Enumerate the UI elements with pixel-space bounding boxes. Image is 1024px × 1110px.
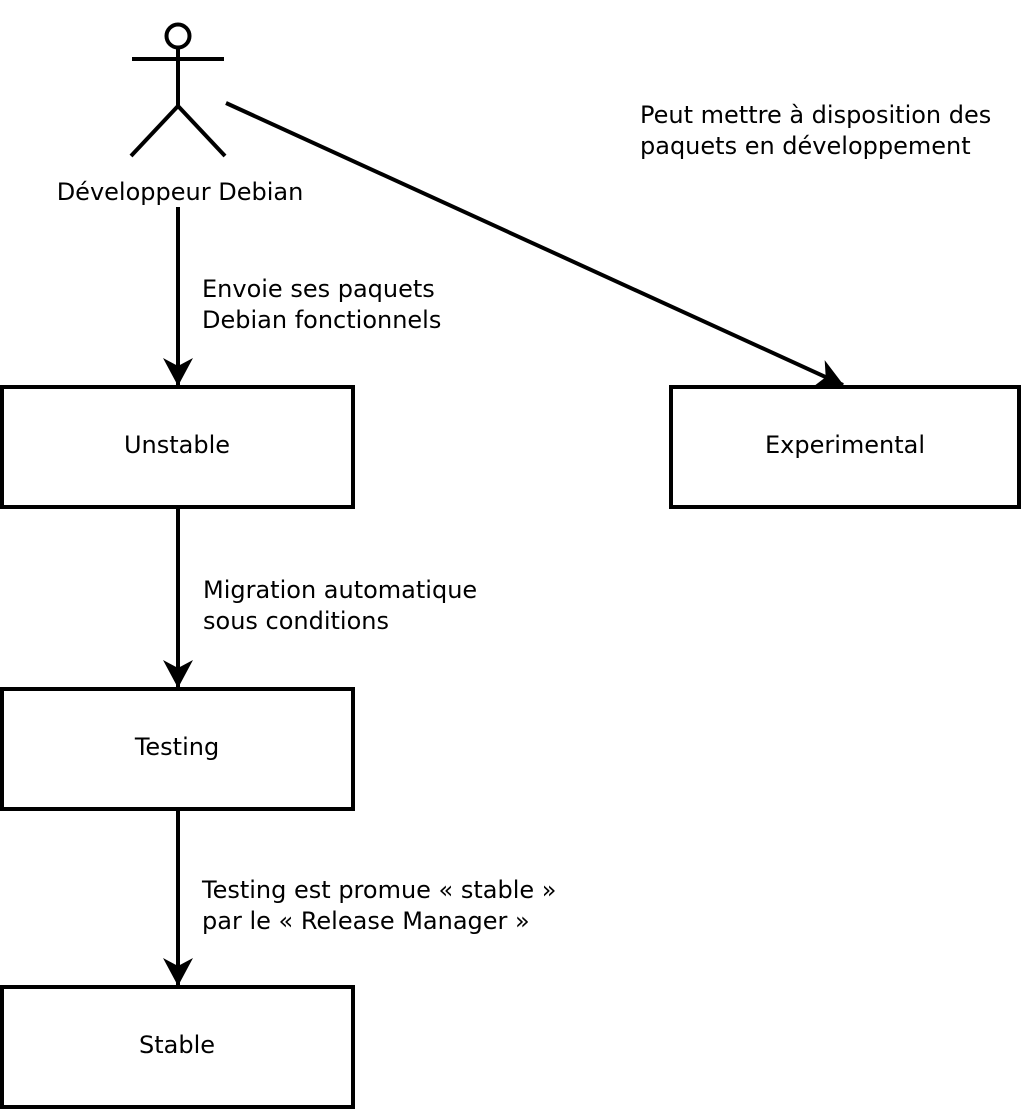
arrow-developer-to-experimental	[225, 101, 844, 388]
promotion-note: Testing est promue « stable » par le « R…	[201, 876, 556, 935]
testing-box-label: Testing	[134, 733, 219, 761]
upload-note-line1: Envoie ses paquets	[202, 275, 435, 303]
experimental-note: Peut mettre à disposition des paquets en…	[640, 101, 991, 160]
upload-note-line2: Debian fonctionnels	[202, 306, 441, 334]
stable-box-label: Stable	[139, 1031, 215, 1059]
stable-box	[0, 985, 355, 1109]
unstable-box	[0, 385, 355, 509]
actor-right-leg	[176, 104, 227, 158]
experimental-note-line1: Peut mettre à disposition des	[640, 101, 991, 129]
unstable-box-label: Unstable	[124, 431, 230, 459]
actor-label: Développeur Debian	[57, 178, 304, 206]
experimental-box	[669, 385, 1021, 509]
actor-left-leg	[129, 104, 180, 158]
promotion-note-line1: Testing est promue « stable »	[201, 876, 556, 904]
actor-head	[164, 22, 192, 50]
migration-note-line1: Migration automatique	[203, 576, 477, 604]
experimental-note-line2: paquets en développement	[640, 132, 971, 160]
migration-note: Migration automatique sous conditions	[203, 576, 477, 635]
testing-box	[0, 687, 355, 811]
upload-note: Envoie ses paquets Debian fonctionnels	[202, 275, 441, 334]
promotion-note-line2: par le « Release Manager »	[202, 907, 530, 935]
migration-note-line2: sous conditions	[203, 607, 389, 635]
developer-actor-icon	[129, 22, 227, 158]
experimental-box-label: Experimental	[765, 431, 925, 459]
